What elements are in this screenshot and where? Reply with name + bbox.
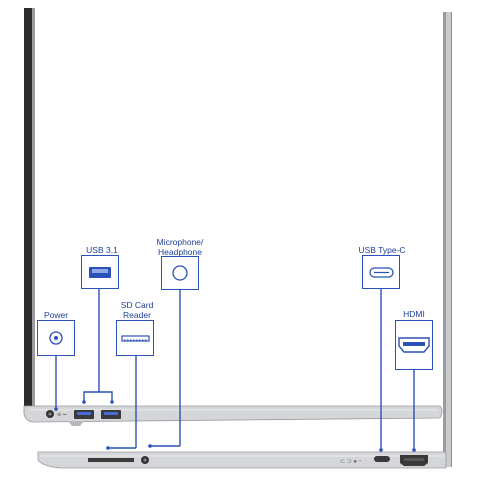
- usb31-label: USB 3.1: [86, 245, 118, 255]
- usbc-label: USB Type-C: [358, 245, 406, 255]
- laptop-right-base: ⊂ ⊃ ● ⁃: [37, 451, 447, 469]
- svg-text:⊂ ⊃ ● ⁃: ⊂ ⊃ ● ⁃: [340, 459, 362, 465]
- audio-jack-icon: [172, 265, 188, 281]
- power-callout: [37, 320, 75, 356]
- callout-lines: [55, 288, 415, 449]
- callout-arrows: [54, 400, 416, 452]
- laptop-left-base: ⊕ ⎓: [23, 405, 443, 426]
- usbc-port: [374, 456, 390, 462]
- usb-c-port-icon: [369, 267, 394, 278]
- sd-slot: [88, 458, 134, 462]
- sd-label-line1: SD Card: [120, 300, 154, 310]
- usb31-callout: [81, 255, 119, 289]
- hdmi-label: HDMI: [403, 309, 425, 319]
- power-label: Power: [43, 310, 69, 320]
- laptop-left-lid: [24, 8, 35, 406]
- hdmi-port-icon: [398, 337, 430, 353]
- laptop-right-lid: [443, 12, 452, 467]
- svg-text:⊕ ⎓: ⊕ ⎓: [57, 412, 67, 418]
- mic-label-line1: Microphone/: [156, 237, 204, 247]
- usb-a-port-icon: [89, 267, 111, 278]
- usbc-callout: [362, 255, 400, 289]
- sd-card-slot-icon: [121, 335, 150, 342]
- mic-callout: [161, 256, 199, 290]
- sd-callout: [116, 320, 154, 356]
- sd-label-line2: Reader: [123, 310, 151, 320]
- mic-label-line2: Headphone: [158, 247, 202, 257]
- hdmi-callout: [395, 320, 433, 370]
- power-jack-icon: [49, 331, 63, 345]
